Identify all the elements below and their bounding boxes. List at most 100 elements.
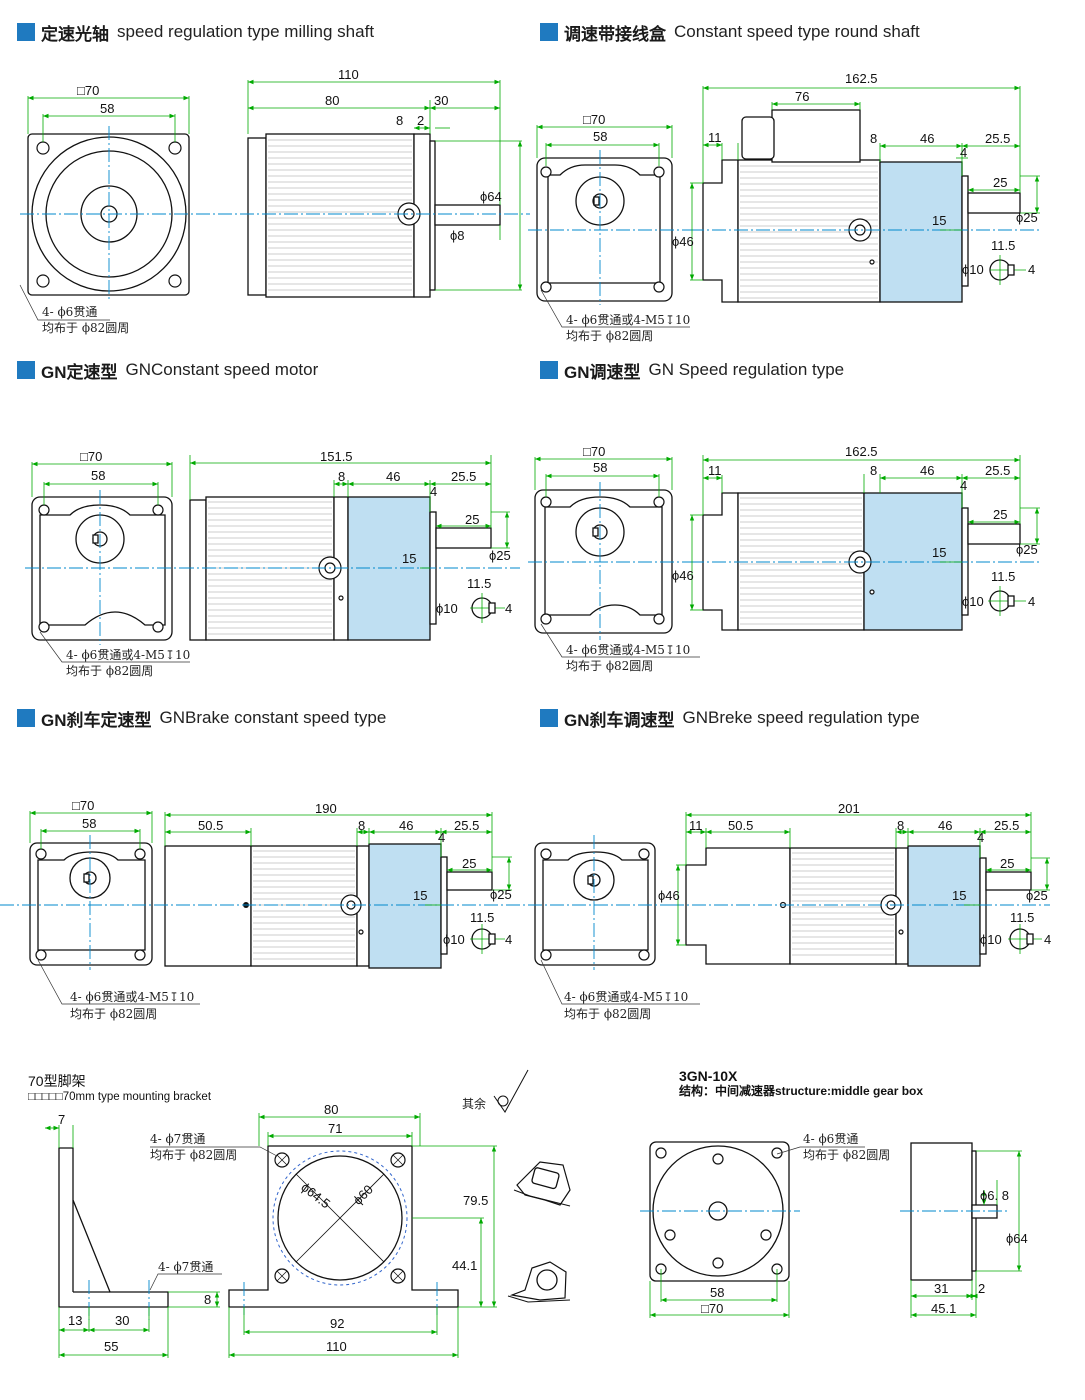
s6-hole-note: 4- ϕ6贯通或4-M5↧10 (564, 990, 688, 1004)
s1-hole-note2: 均布于 ϕ82圆周 (42, 321, 129, 335)
s4-phi25: ϕ25 (1016, 542, 1038, 557)
gearbox-phi6-8: ϕ6. 8 (980, 1188, 1009, 1203)
s6-hole-note2: 均布于 ϕ82圆周 (564, 1007, 651, 1021)
s5-d4: 4 (438, 830, 445, 845)
s4-d25-5: 25.5 (985, 463, 1010, 478)
s4-d4: 4 (960, 478, 967, 493)
gearbox-d58: 58 (710, 1285, 724, 1300)
bracket-3d-sketch (507, 1161, 571, 1303)
bracket-subtitle: □□□□□70mm type mounting bracket (28, 1091, 212, 1103)
s4-front-view: □70 58 4- ϕ6贯通或4-M5↧10 均布于 ϕ82圆周 (528, 444, 700, 673)
s3-d4: 4 (430, 484, 437, 499)
s2-d11: 11 (708, 130, 722, 145)
s3-phi25: ϕ25 (489, 548, 511, 563)
bracket-d8: 8 (204, 1292, 211, 1307)
s5-phi10: ϕ10 (443, 932, 465, 947)
s2-d15: 15 (932, 213, 946, 228)
s6-d4b: 4 (1044, 932, 1051, 947)
s5-d11-5: 11.5 (470, 910, 494, 925)
bracket-hole-note2: 均布于 ϕ82圆周 (150, 1148, 237, 1162)
s5-sq70: □70 (72, 798, 94, 813)
s3-hole-note: 4- ϕ6贯通或4-M5↧10 (66, 648, 190, 662)
s3-d11-5: 11.5 (467, 576, 491, 591)
bracket-section: 70型脚架 □□□□□70mm type mounting bracket 7 … (28, 1069, 571, 1358)
s2-phi10: ϕ10 (962, 262, 984, 277)
bracket-d92: 92 (330, 1316, 344, 1331)
s4-d46: 46 (920, 463, 934, 478)
s2-d11-5: 11.5 (991, 238, 1015, 253)
roughness-note: 其余 (462, 1096, 486, 1111)
bracket-side-hole: 4- ϕ7贯通 (158, 1260, 213, 1274)
s4-d25: 25 (993, 507, 1007, 522)
s5-d15: 15 (413, 888, 427, 903)
s5-hole-note: 4- ϕ6贯通或4-M5↧10 (70, 990, 194, 1004)
s5-d8: 8 (358, 818, 365, 833)
bullet-square (17, 361, 35, 379)
bullet-square (540, 23, 558, 41)
s4-d15: 15 (932, 545, 946, 560)
s1-side-view: 110 80 30 8 2 ϕ64 ϕ8 (240, 67, 530, 298)
s5-d58: 58 (82, 816, 96, 831)
s1-d58: 58 (100, 101, 114, 116)
s2-d58: 58 (593, 129, 607, 144)
s5-side-view: 190 50.5 8 46 25.5 4 25 15 ϕ25 11.5 ϕ10 … (0, 801, 530, 969)
bullet-square (17, 709, 35, 727)
s2-phi46: ϕ46 (672, 234, 694, 249)
s1-d2: 2 (417, 113, 424, 128)
s6-side-view: 201 11 50.5 8 46 25.5 4 25 15 ϕ25 ϕ46 11… (658, 801, 1051, 967)
gearbox-subtitle: 结构：中间减速器structure:middle gear box (679, 1083, 923, 1098)
s3-d25: 25 (465, 512, 479, 527)
s5-hole-note2: 均布于 ϕ82圆周 (70, 1007, 157, 1021)
bracket-d7: 7 (58, 1112, 65, 1127)
s6-d201: 201 (838, 801, 860, 816)
s1-phi8: ϕ8 (450, 228, 465, 243)
s4-d162: 162.5 (845, 444, 878, 459)
s6-d46: 46 (938, 818, 952, 833)
bracket-d30: 30 (115, 1313, 129, 1328)
s1-d80: 80 (325, 93, 339, 108)
bullet-square (17, 23, 35, 41)
bracket-d79-5: 79.5 (463, 1193, 488, 1208)
s6-phi46: ϕ46 (658, 888, 680, 903)
s1-d8: 8 (396, 113, 403, 128)
gearbox-title: 3GN-10X (679, 1068, 738, 1084)
s6-front-view: 4- ϕ6贯通或4-M5↧10 均布于 ϕ82圆周 (528, 835, 700, 1021)
s3-d46: 46 (386, 469, 400, 484)
gearbox-phi64: ϕ64 (1006, 1231, 1028, 1246)
bracket-d71: 71 (328, 1121, 342, 1136)
s1-d30: 30 (434, 93, 448, 108)
s2-d76: 76 (795, 89, 809, 104)
s4-hole-note: 4- ϕ6贯通或4-M5↧10 (566, 643, 690, 657)
s2-side-view: 162.5 76 11 8 46 25.5 4 25 15 ϕ25 ϕ46 11… (672, 71, 1040, 303)
bracket-hole-note: 4- ϕ7贯通 (150, 1132, 205, 1146)
s2-d25-5: 25.5 (985, 131, 1010, 146)
bracket-d110: 110 (326, 1339, 347, 1354)
s3-d151: 151.5 (320, 449, 353, 464)
s2-d4b: 4 (1028, 262, 1035, 277)
s3-d4b: 4 (505, 601, 512, 616)
s3-d15: 15 (402, 551, 416, 566)
bullet-square (540, 709, 558, 727)
gearbox-hole-note2: 均布于 ϕ82圆周 (803, 1148, 890, 1162)
s4-hole-note2: 均布于 ϕ82圆周 (566, 659, 653, 673)
bracket-title: 70型脚架 (28, 1073, 86, 1089)
s2-d8: 8 (870, 131, 877, 146)
s1-front-view: □70 58 4- ϕ6贯通 均布于 ϕ82圆周 (19, 83, 240, 335)
s6-d25: 25 (1000, 856, 1014, 871)
bullet-square (540, 361, 558, 379)
s4-d11: 11 (708, 463, 722, 478)
s5-d46: 46 (399, 818, 413, 833)
s4-d4b: 4 (1028, 594, 1035, 609)
gearbox-hole-note: 4- ϕ6贯通 (803, 1132, 858, 1146)
s4-sq70: □70 (583, 444, 605, 459)
s2-hole-note2: 均布于 ϕ82圆周 (566, 329, 653, 343)
s3-side-view: 151.5 8 46 25.5 4 25 15 ϕ25 11.5 ϕ10 4 (180, 449, 520, 641)
s1-phi64: ϕ64 (480, 189, 502, 204)
s3-hole-note2: 均布于 ϕ82圆周 (66, 664, 153, 678)
s2-d25: 25 (993, 175, 1007, 190)
gearbox-section: 3GN-10X 结构：中间减速器structure:middle gear bo… (640, 1068, 1028, 1318)
s3-phi10: ϕ10 (436, 601, 458, 616)
